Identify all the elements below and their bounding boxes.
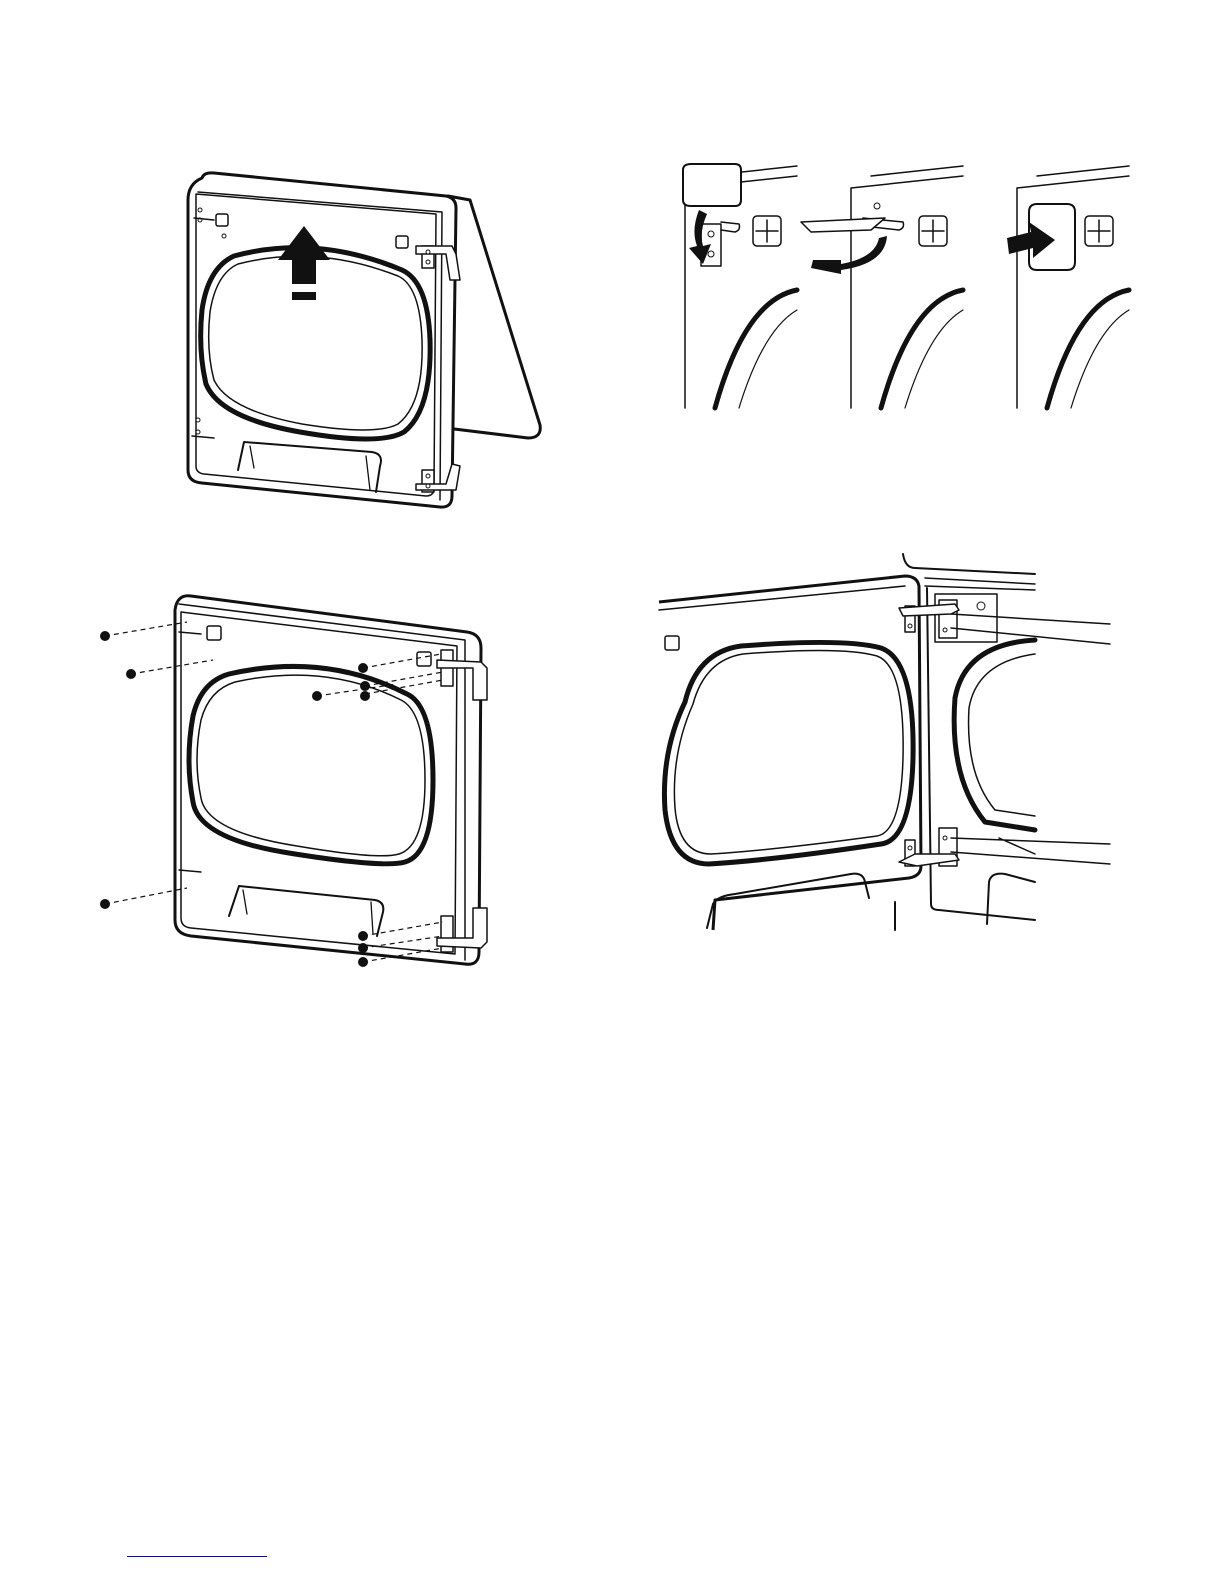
figure-reattach-door [655, 548, 1110, 930]
plug-swap-illustration [675, 160, 1135, 412]
reattach-door-illustration [655, 548, 1110, 930]
figure-screw-locations [95, 590, 495, 970]
step-3-insert-plug [1007, 166, 1129, 408]
figure-plug-swap [675, 160, 1135, 412]
screw-locations-illustration [95, 590, 495, 970]
step-1-remove-plug [683, 164, 797, 408]
door-lift-illustration [180, 170, 550, 515]
step-2-relocate-plug [801, 166, 963, 408]
footer-rule [127, 1556, 267, 1557]
figure-lift-door [180, 170, 550, 515]
